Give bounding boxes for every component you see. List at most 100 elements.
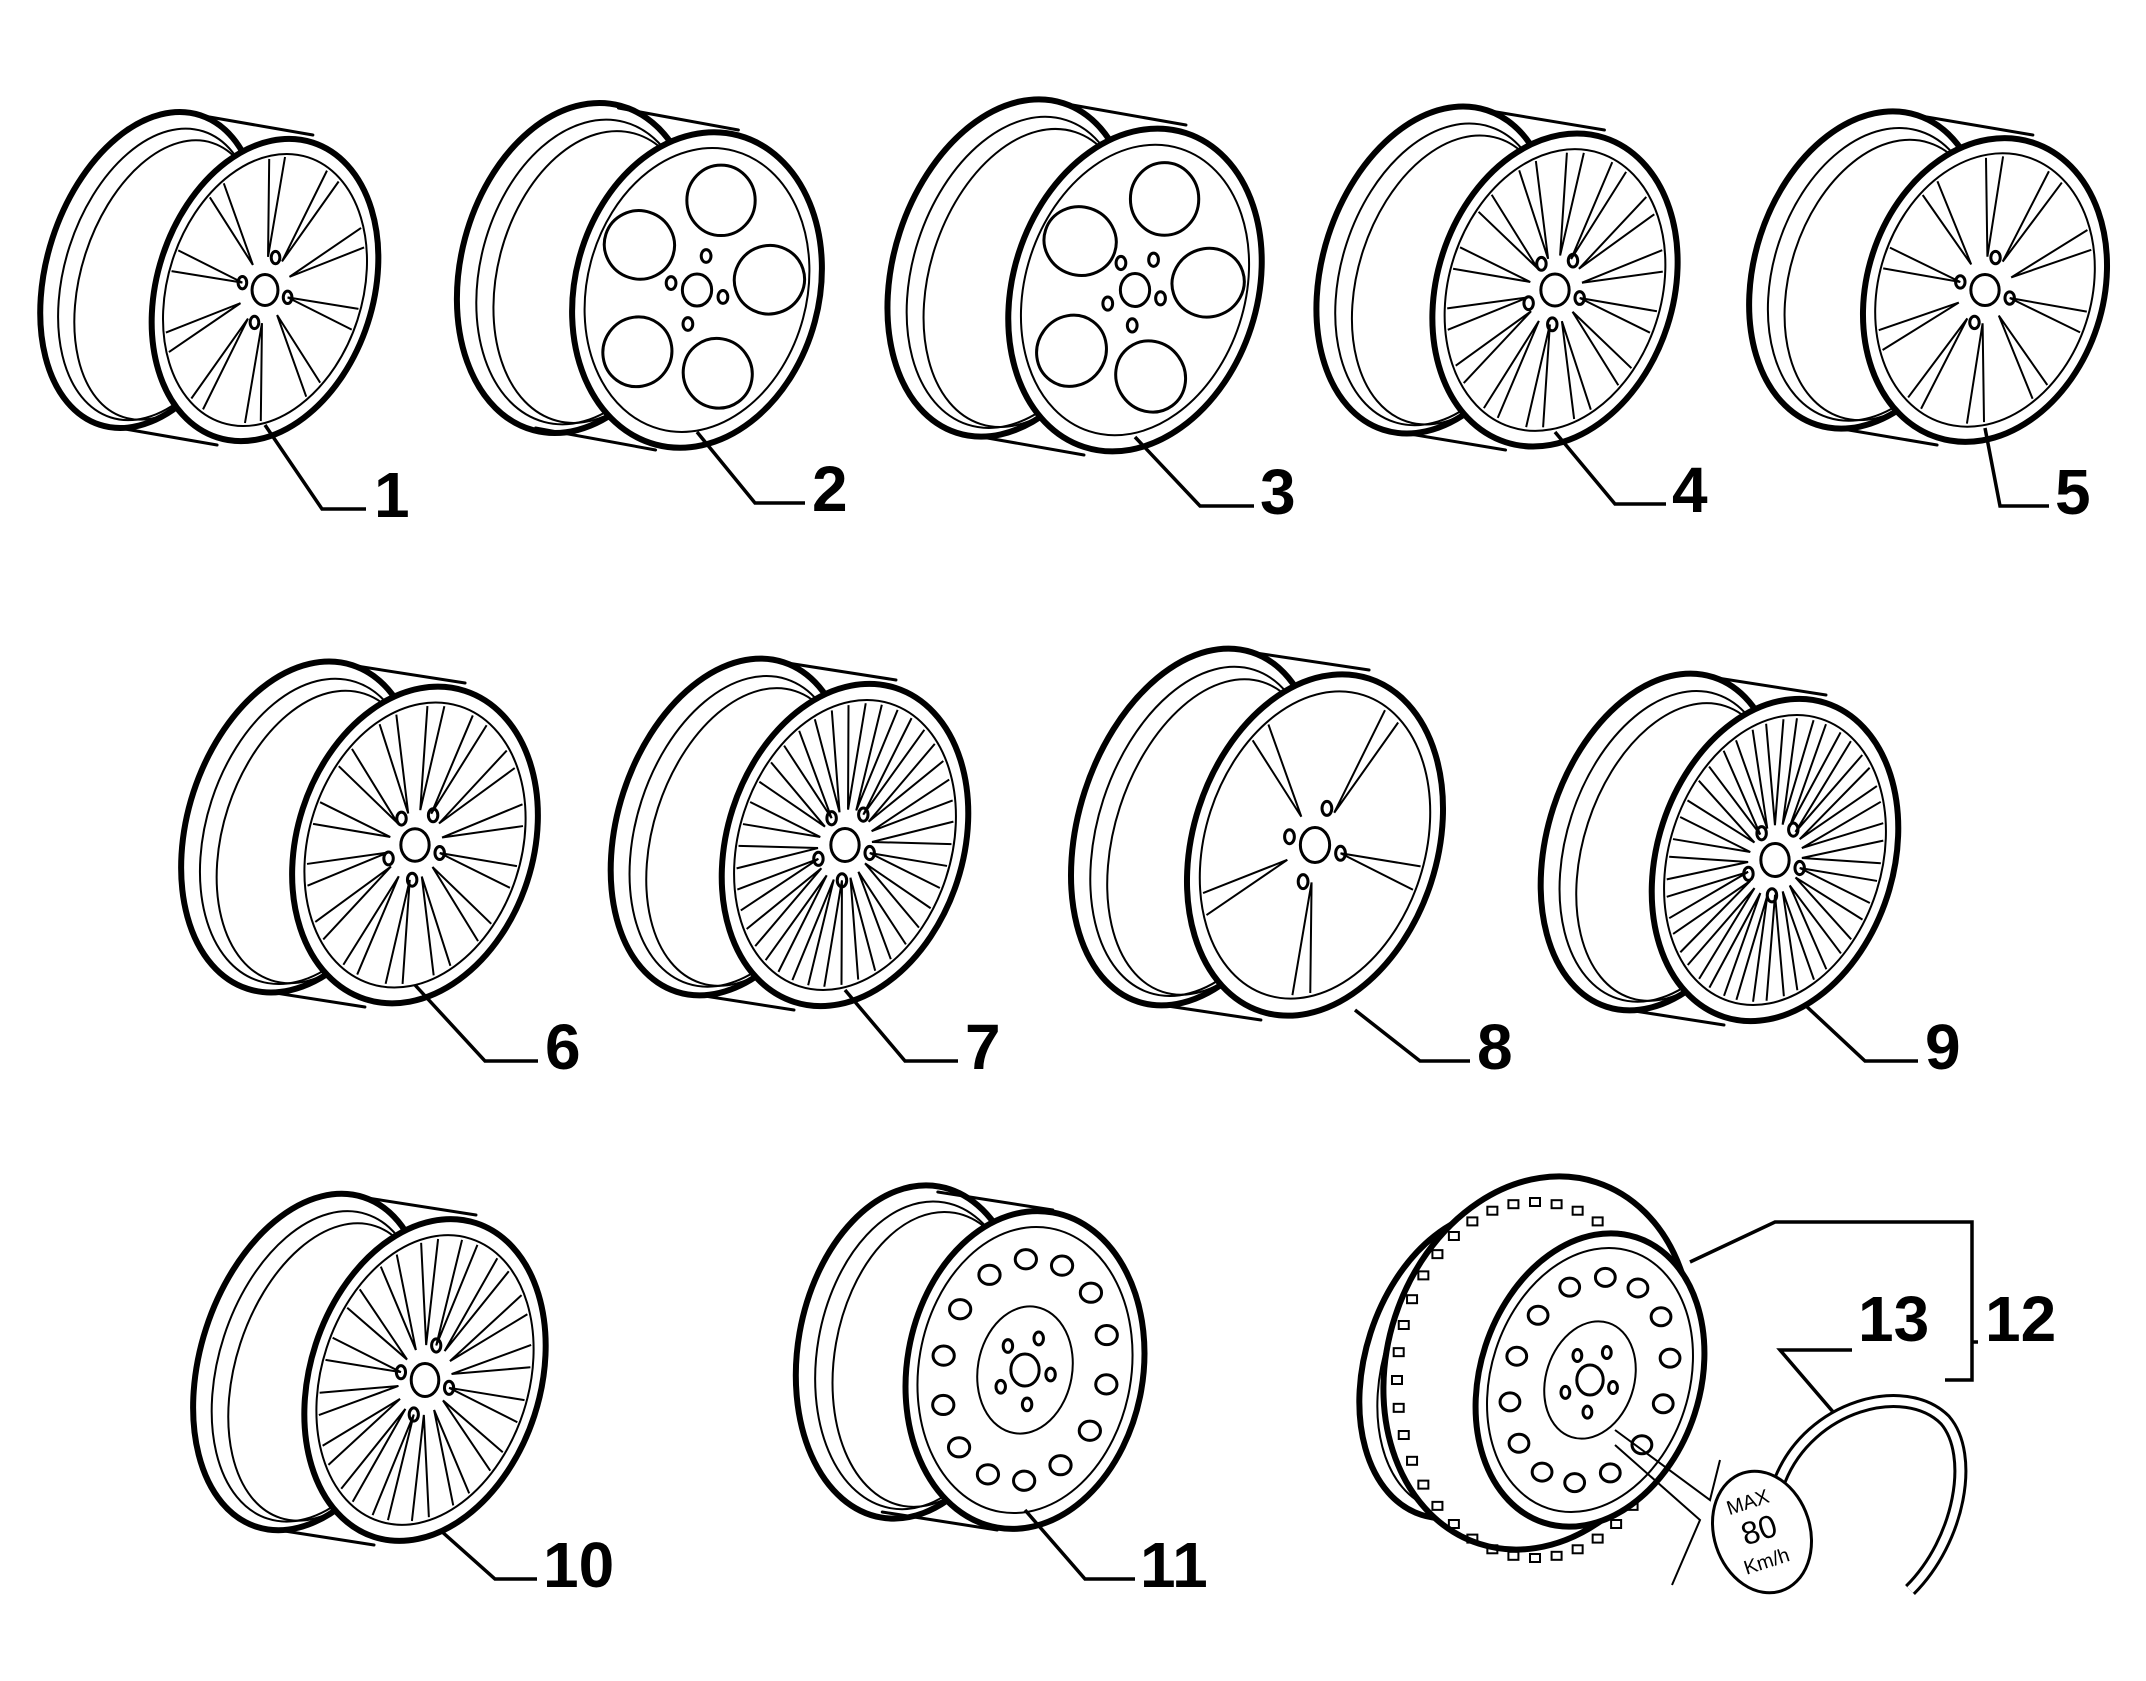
spoke bbox=[1708, 892, 1762, 997]
spoke bbox=[758, 761, 826, 828]
bolt-hole bbox=[835, 872, 849, 889]
spoke bbox=[1781, 718, 1815, 825]
vent-hole bbox=[977, 1263, 1002, 1286]
spoke bbox=[1672, 880, 1752, 953]
bolt-hole bbox=[2003, 290, 2016, 306]
hub-disc bbox=[1543, 1320, 1637, 1440]
spoke bbox=[441, 803, 524, 839]
callout-7: 7 bbox=[965, 1011, 1001, 1083]
spoke bbox=[1202, 858, 1288, 916]
bolt-hole bbox=[863, 844, 876, 862]
spoke bbox=[1452, 246, 1531, 283]
spoke bbox=[276, 314, 322, 398]
wheels-layer bbox=[37, 96, 2111, 1563]
barrel-edge bbox=[359, 1195, 478, 1217]
spoke bbox=[1984, 156, 2005, 257]
tread-block bbox=[1486, 1544, 1499, 1555]
tread-block bbox=[1397, 1319, 1410, 1330]
tread-block bbox=[1486, 1205, 1499, 1216]
wheel-5 bbox=[1746, 108, 2111, 447]
spoke bbox=[1997, 314, 2049, 400]
barrel-edge bbox=[100, 423, 219, 447]
rim-lip bbox=[315, 1234, 535, 1526]
spoke bbox=[764, 874, 828, 973]
tread-block bbox=[1406, 1294, 1419, 1305]
spoke bbox=[1801, 839, 1884, 865]
spoke bbox=[869, 852, 948, 889]
leader-13 bbox=[1776, 1348, 1852, 1422]
bolt-hole bbox=[1001, 1338, 1015, 1354]
spoke bbox=[1799, 867, 1878, 904]
spoke bbox=[431, 866, 492, 942]
rim-lip bbox=[1874, 152, 2096, 428]
wheel-face bbox=[1648, 695, 1902, 1025]
callout-12: 12 bbox=[1985, 1283, 2056, 1355]
spoke bbox=[1559, 152, 1585, 256]
bolt-hole bbox=[994, 1378, 1007, 1395]
spoke bbox=[1578, 196, 1655, 270]
leaders-layer bbox=[263, 424, 2049, 1595]
spoke bbox=[742, 801, 821, 838]
spoke bbox=[1672, 816, 1751, 853]
centre-bore bbox=[829, 827, 861, 863]
spoke bbox=[443, 1257, 510, 1352]
bolt-hole bbox=[825, 810, 838, 827]
barrel-edge bbox=[1384, 428, 1508, 452]
spoke bbox=[813, 710, 841, 813]
tread-block bbox=[1417, 1479, 1430, 1490]
leader-7 bbox=[843, 988, 958, 1063]
detail-cone bbox=[1614, 1444, 1702, 1586]
leader-3 bbox=[1133, 435, 1254, 508]
tread-block bbox=[1591, 1533, 1604, 1544]
spoke bbox=[1686, 779, 1756, 844]
spoke bbox=[871, 820, 954, 846]
spoke bbox=[1883, 246, 1961, 283]
bolt-hole bbox=[1793, 859, 1806, 877]
wheel-7 bbox=[607, 655, 972, 1012]
spoke bbox=[1708, 750, 1762, 836]
bolt-hole bbox=[1334, 844, 1347, 862]
spoke bbox=[1788, 884, 1842, 970]
spoke bbox=[1686, 887, 1756, 980]
spoke bbox=[736, 844, 819, 870]
spoke bbox=[2001, 170, 2063, 263]
bolt-hole bbox=[1566, 252, 1580, 269]
centre-bore bbox=[1539, 272, 1571, 308]
spoke bbox=[312, 801, 391, 838]
spoke bbox=[342, 875, 400, 975]
wheel-12 bbox=[1356, 1173, 1708, 1563]
spoke bbox=[318, 1384, 399, 1416]
bolt-hole bbox=[812, 850, 825, 867]
spoke bbox=[1735, 729, 1769, 829]
bolt-hole bbox=[433, 845, 446, 862]
bolt-hole bbox=[1559, 1384, 1572, 1400]
bolt-hole bbox=[1044, 1366, 1057, 1383]
vent-hole bbox=[948, 1298, 973, 1321]
bolt-hole bbox=[1989, 249, 2002, 266]
bolt-hole bbox=[1600, 1344, 1613, 1360]
barrel-edge bbox=[1247, 650, 1371, 672]
bolt-hole bbox=[1296, 873, 1310, 891]
bolt-hole bbox=[426, 807, 440, 824]
wheel-2 bbox=[453, 99, 825, 452]
tread-block bbox=[1550, 1550, 1563, 1561]
bolt-hole bbox=[1320, 799, 1334, 817]
spoke bbox=[1455, 310, 1532, 384]
spoke bbox=[864, 862, 932, 929]
spoke bbox=[1788, 723, 1842, 828]
spoke bbox=[190, 317, 249, 410]
barrel-edge bbox=[1913, 113, 2035, 137]
bolt-hole bbox=[395, 810, 408, 827]
spoke bbox=[1525, 324, 1551, 428]
spoke bbox=[1291, 882, 1313, 996]
rim-lip bbox=[733, 699, 957, 991]
spoke bbox=[322, 1398, 401, 1466]
barrel-edge bbox=[1059, 101, 1188, 127]
spoke bbox=[208, 182, 254, 266]
speed-sticker bbox=[1710, 1469, 1814, 1595]
spoke-window bbox=[601, 315, 674, 389]
spoke bbox=[1765, 719, 1785, 826]
spoke bbox=[1666, 855, 1749, 881]
spoke bbox=[1483, 320, 1540, 419]
